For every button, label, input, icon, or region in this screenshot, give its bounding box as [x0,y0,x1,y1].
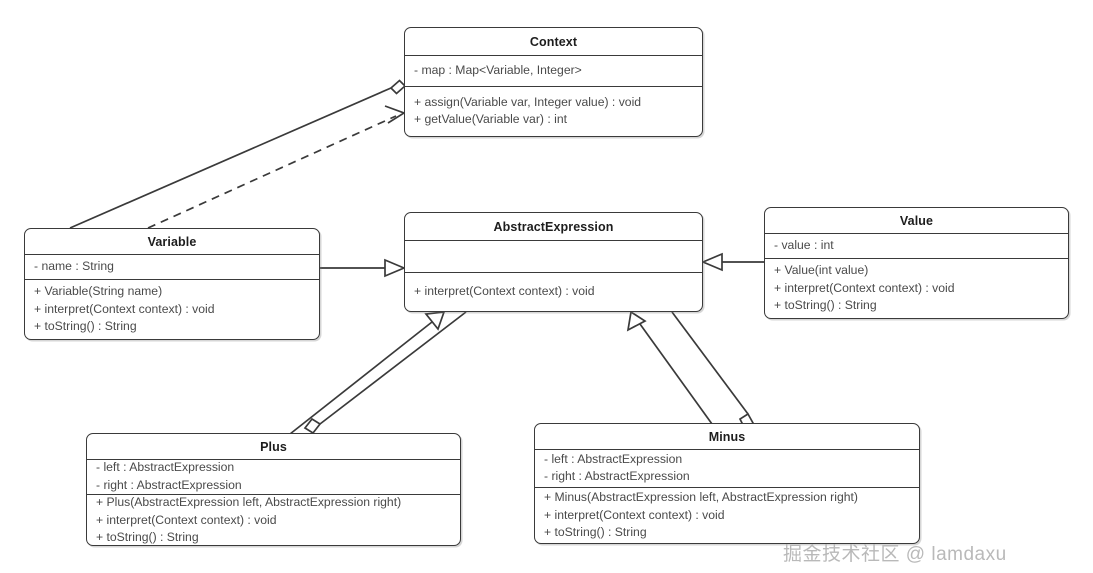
class-attributes-minus: - left : AbstractExpression - right : Ab… [535,450,919,487]
class-methods-variable: + Variable(String name) + interpret(Cont… [25,280,319,340]
class-methods-context: + assign(Variable var, Integer value) : … [405,87,702,136]
class-title-context: Context [529,34,578,49]
class-box-abstractexpression[interactable]: AbstractExpression + interpret(Context c… [404,212,703,312]
attribute-row: - left : AbstractExpression [544,451,683,466]
class-title-abstractexpression: AbstractExpression [493,219,614,234]
class-separator [87,459,460,460]
method-row: + interpret(Context context) : void [96,512,277,527]
method-row: + toString() : String [774,298,877,313]
class-separator [405,240,702,241]
class-separator [535,487,919,488]
class-box-value[interactable]: Value - value : int + Value(int value) +… [764,207,1069,319]
method-row: + assign(Variable var, Integer value) : … [414,94,642,109]
edge-abstractexpression-minus-aggregation [671,311,755,431]
attribute-row: - right : AbstractExpression [544,469,690,483]
class-box-context[interactable]: Context - map : Map<Variable, Integer> +… [404,27,703,137]
method-row: + interpret(Context context) : void [414,283,595,298]
class-separator [765,258,1068,259]
edge-minus-abstractexpression-generalization [626,310,713,425]
class-separator [25,254,319,255]
attribute-row: - right : AbstractExpression [96,477,242,492]
method-row: + toString() : String [34,319,137,334]
edge-variable-abstractexpression-generalization [320,258,407,278]
method-row: + interpret(Context context) : void [774,280,955,295]
class-title-plus: Plus [260,439,287,454]
method-row: + Plus(AbstractExpression left, Abstract… [96,495,402,510]
method-row: + interpret(Context context) : void [34,301,215,316]
class-attributes-plus: - left : AbstractExpression - right : Ab… [87,460,460,494]
method-row: + getValue(Variable var) : int [414,112,567,126]
class-separator [405,86,702,87]
attribute-row: - left : AbstractExpression [96,460,235,474]
class-title-variable: Variable [147,234,197,249]
class-methods-plus: + Plus(AbstractExpression left, Abstract… [87,495,460,547]
class-methods-value: + Value(int value) + interpret(Context c… [765,259,1068,319]
class-attributes-context: - map : Map<Variable, Integer> [405,56,702,86]
class-separator [535,449,919,450]
class-title-minus: Minus [708,429,746,444]
class-attributes-abstractexpression [405,241,702,272]
attribute-row: - map : Map<Variable, Integer> [414,62,582,77]
class-separator [765,233,1068,234]
method-row: + toString() : String [544,525,647,540]
attribute-row: - value : int [774,237,834,252]
class-box-variable[interactable]: Variable - name : String + Variable(Stri… [24,228,320,340]
class-box-plus[interactable]: Plus - left : AbstractExpression - right… [86,433,461,546]
class-attributes-variable: - name : String [25,255,319,279]
class-box-minus[interactable]: Minus - left : AbstractExpression - righ… [534,423,920,544]
method-row: + Variable(String name) [34,284,163,299]
class-attributes-value: - value : int [765,234,1068,258]
class-methods-minus: + Minus(AbstractExpression left, Abstrac… [535,488,919,544]
class-separator [25,279,319,280]
class-separator [405,55,702,56]
edge-value-abstractexpression-generalization [700,252,764,272]
method-row: + interpret(Context context) : void [544,507,725,522]
attribute-row: - name : String [34,258,114,273]
method-row: + Value(int value) [774,263,869,278]
class-title-value: Value [899,213,934,228]
class-separator [87,494,460,495]
class-separator [405,272,702,273]
method-row: + Minus(AbstractExpression left, Abstrac… [544,490,858,505]
method-row: + toString() : String [96,530,199,545]
watermark-text: 掘金技术社区 @ lamdaxu [783,544,1007,565]
class-methods-abstractexpression: + interpret(Context context) : void [405,273,702,311]
edge-variable-context-aggregation [69,79,407,229]
edge-abstractexpression-plus-aggregation [303,311,467,435]
edge-variable-context-dependency [147,105,406,229]
